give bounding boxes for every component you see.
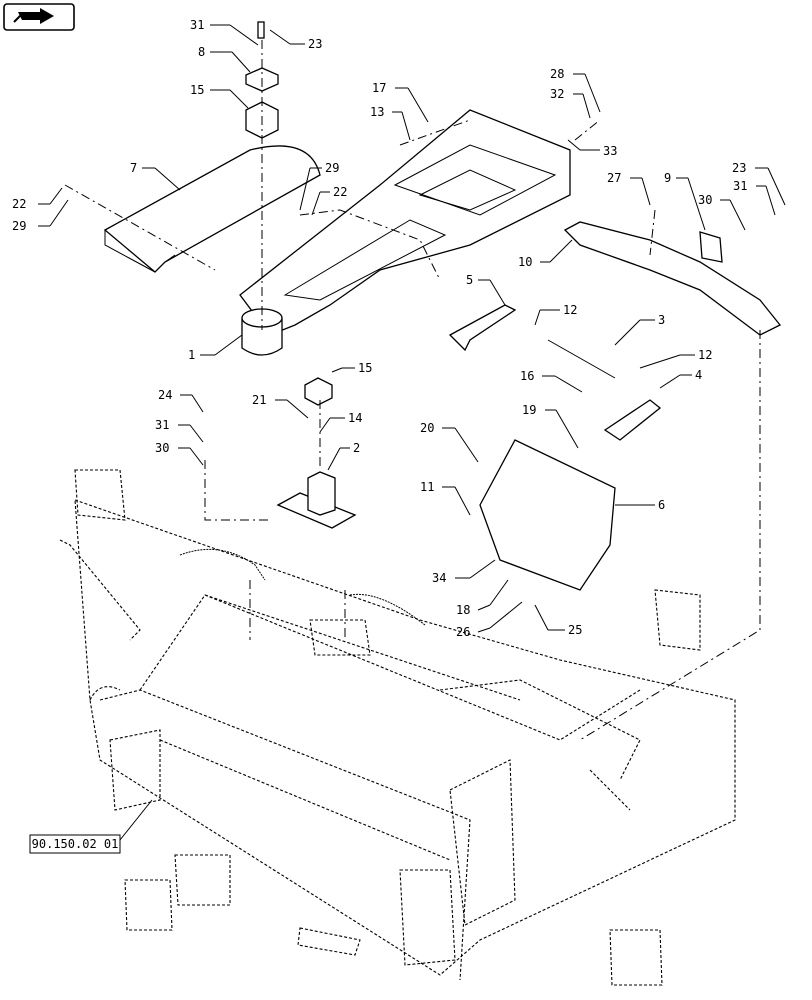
callout-label: 22 [12, 197, 26, 211]
callout-label: 22 [333, 185, 347, 199]
callout-label: 23 [732, 161, 746, 175]
handle-part [448, 304, 662, 441]
callout-label: 31 [190, 18, 204, 32]
callout-label: 10 [518, 255, 532, 269]
callout-label: 24 [158, 388, 172, 402]
forward-arrow-icon [13, 8, 54, 24]
callout-label: 21 [252, 393, 266, 407]
callout-label: 14 [348, 411, 362, 425]
console-base-part [239, 109, 571, 356]
callout-label: 19 [522, 403, 536, 417]
callout-label: 30 [155, 441, 169, 455]
callout-label: 3 [658, 313, 665, 327]
callout-label: 8 [198, 45, 205, 59]
chassis-frame [59, 469, 736, 986]
cover-part [103, 145, 321, 273]
callout-label: 20 [420, 421, 434, 435]
callout-label: 29 [12, 219, 26, 233]
callout-label: 31 [155, 418, 169, 432]
callout-label: 1 [188, 348, 195, 362]
callout-label: 27 [607, 171, 621, 185]
callout-label: 11 [420, 480, 434, 494]
callout-label: 6 [658, 498, 665, 512]
callout-label: 7 [130, 161, 137, 175]
callout-label: 15 [358, 361, 372, 375]
callout-label: 17 [372, 81, 386, 95]
callout-label: 12 [563, 303, 577, 317]
callout-label: 12 [698, 348, 712, 362]
callout-label: 13 [370, 105, 384, 119]
callout-label: 9 [664, 171, 671, 185]
bracket-part [563, 221, 782, 336]
callout-label: 29 [325, 161, 339, 175]
reference-box[interactable]: 90.150.02 01 [29, 799, 153, 854]
callout-label: 18 [456, 603, 470, 617]
callout-label: 33 [603, 144, 617, 158]
callout-label: 31 [733, 179, 747, 193]
callout-label: 26 [456, 625, 470, 639]
nav-button[interactable] [3, 3, 75, 31]
callout-label: 15 [190, 83, 204, 97]
callout-label: 32 [550, 87, 564, 101]
callout-label: 30 [698, 193, 712, 207]
callout-label: 16 [520, 369, 534, 383]
callout-labels: 31 23 8 15 7 22 29 29 22 17 13 28 32 33 … [12, 18, 786, 639]
callout-label: 4 [695, 368, 702, 382]
reference-box-label: 90.150.02 01 [32, 837, 119, 851]
callout-label: 34 [432, 571, 446, 585]
callout-label: 28 [550, 67, 564, 81]
shield-plate-part [479, 439, 616, 591]
mount-part [276, 377, 357, 529]
callout-label: 5 [466, 273, 473, 287]
callout-label: 23 [308, 37, 322, 51]
callout-label: 2 [353, 441, 360, 455]
callout-label: 25 [568, 623, 582, 637]
centerlines [64, 40, 761, 741]
